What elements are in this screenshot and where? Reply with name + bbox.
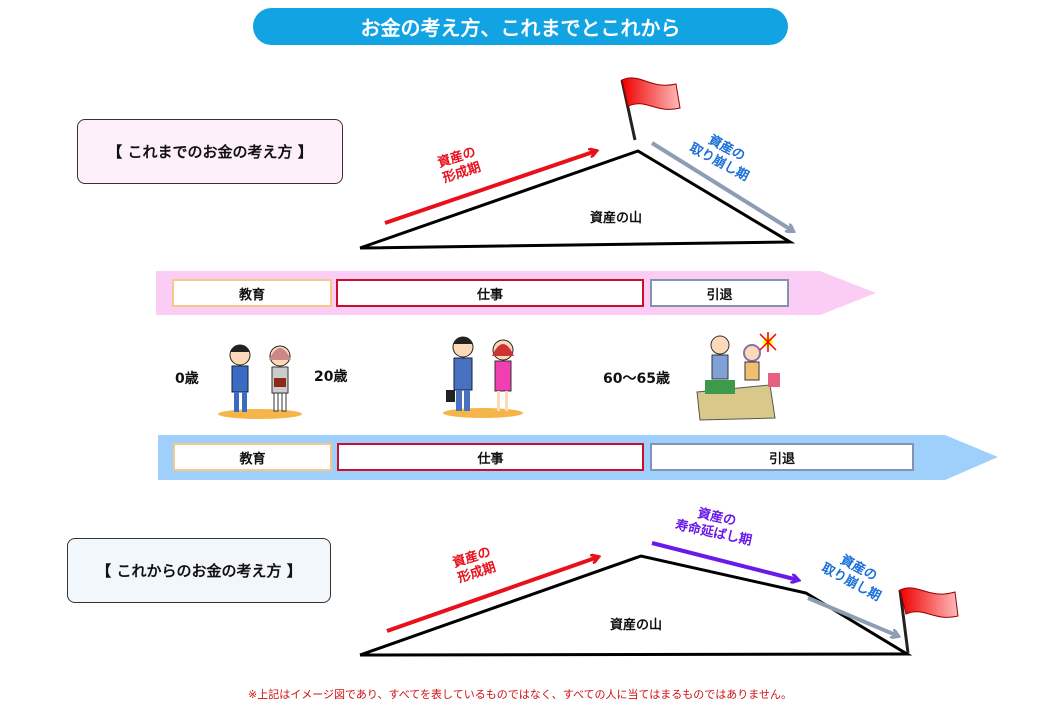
future-formation-arrow [386, 557, 598, 633]
future-heading: 【 これからのお金の考え方 】 [96, 562, 302, 580]
past-stage-retirement: 引退 [650, 279, 789, 307]
past-mountain [359, 149, 796, 250]
age-0: 0歳 [175, 371, 199, 387]
future-flag-icon [898, 587, 959, 654]
retirees-gardening-illustration [696, 332, 780, 421]
disclaimer-note: ※上記はイメージ図であり、すべてを表しているものではなく、すべての人に当てはまる… [248, 688, 792, 701]
past-heading-box: 【 これまでのお金の考え方 】 [77, 119, 343, 184]
future-drawdown-arrow [807, 596, 898, 636]
past-drawdown-arrow [650, 141, 793, 231]
age-60-65: 60〜65歳 [603, 371, 670, 387]
past-formation-arrow [384, 151, 596, 225]
past-mountain-label: 資産の山 [590, 211, 643, 226]
students-illustration [218, 344, 302, 419]
page-title: お金の考え方、これまでとこれから [253, 8, 788, 45]
future-mountain-label: 資産の山 [610, 618, 663, 633]
future-stage-retirement: 引退 [650, 443, 914, 471]
future-heading-box: 【 これからのお金の考え方 】 [67, 538, 331, 603]
future-stage-work: 仕事 [337, 443, 644, 471]
future-stage-education: 教育 [173, 443, 332, 471]
future-extension-arrow [651, 541, 798, 580]
workers-illustration [443, 336, 523, 418]
past-stage-education: 教育 [172, 279, 332, 307]
age-20: 20歳 [314, 369, 348, 385]
past-heading: 【 これまでのお金の考え方 】 [107, 143, 313, 161]
past-flag-icon [620, 77, 681, 141]
past-stage-work: 仕事 [336, 279, 644, 307]
future-mountain [359, 554, 913, 657]
